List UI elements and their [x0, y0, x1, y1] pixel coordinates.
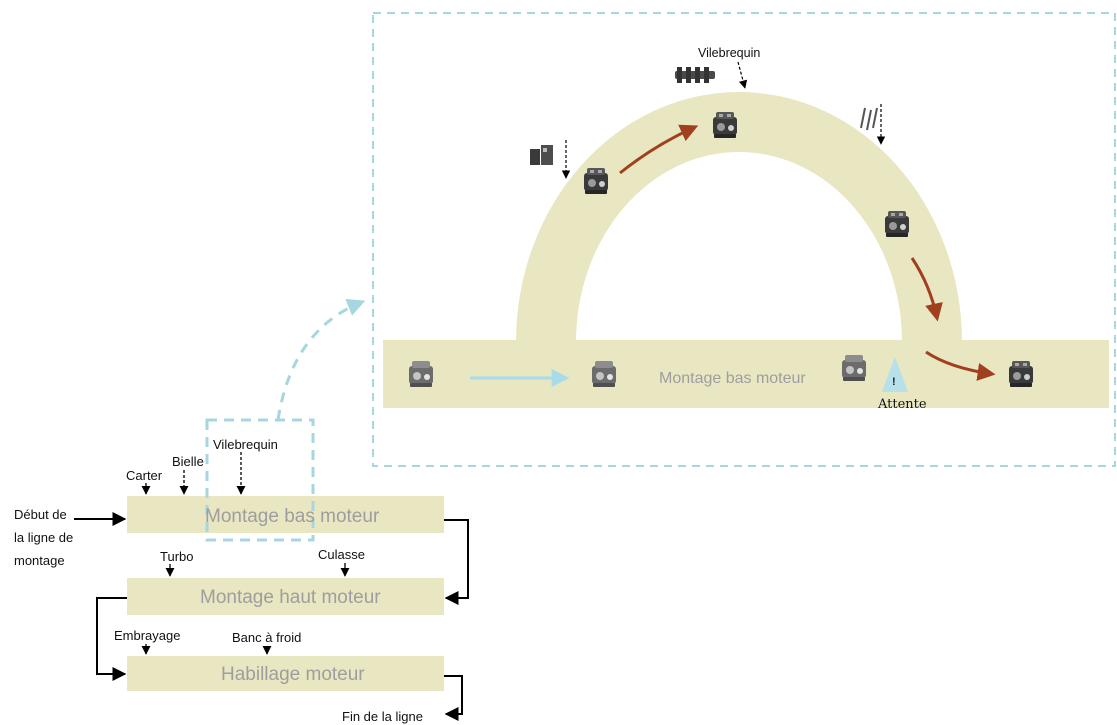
zoom-selection-box	[205, 418, 315, 542]
input-label-embrayage: Embrayage	[114, 628, 180, 643]
line-start-label-1: Début de	[14, 507, 67, 522]
detail-arch-band	[516, 92, 962, 342]
stage-label-bas: Montage bas moteur	[205, 506, 380, 527]
input-label-culasse: Culasse	[318, 547, 365, 562]
line-start-label-3: montage	[14, 553, 65, 568]
crankshaft-icon	[675, 67, 715, 83]
stage-box-haut	[127, 578, 444, 615]
detail-crankshaft-arrow	[737, 61, 748, 89]
detail-stage-label: Montage bas moteur	[659, 370, 806, 387]
warning-triangle-icon	[882, 357, 908, 392]
connector-bas-to-haut	[444, 519, 469, 605]
engine-icon	[713, 112, 737, 138]
engine-icon	[885, 211, 909, 237]
zoom-link-arrow	[276, 299, 366, 421]
line-end-label: Fin de la ligne	[342, 709, 423, 724]
connector-habillage-to-end	[444, 675, 463, 721]
stage-label-habillage: Habillage moteur	[221, 664, 365, 685]
flow-arrow-1	[619, 124, 699, 175]
detail-crankshaft-label: Vilebrequin	[698, 46, 760, 60]
input-label-turbo: Turbo	[160, 549, 193, 564]
input-label-banc: Banc à froid	[232, 630, 301, 645]
input-label-vilebrequin: Vilebrequin	[213, 437, 278, 452]
input-label-bielle: Bielle	[172, 454, 204, 469]
engine-icon	[842, 355, 866, 381]
engine-icon	[592, 361, 616, 387]
input-label-carter: Carter	[126, 468, 163, 483]
connecting-rod-icon	[860, 107, 878, 131]
stage-box-bas	[127, 496, 444, 533]
bracket-part-icon	[530, 145, 553, 165]
engine-icon	[1009, 361, 1033, 387]
engine-icon	[409, 361, 433, 387]
detail-frame	[372, 12, 1116, 467]
line-start-label-2: la ligne de	[14, 530, 73, 545]
stage-box-habillage	[127, 656, 444, 691]
connector-haut-to-habillage	[96, 597, 127, 681]
stage-label-haut: Montage haut moteur	[200, 587, 381, 608]
flow-arrow-3	[925, 350, 996, 381]
wait-mark: !	[892, 376, 896, 388]
engine-icon	[584, 168, 608, 194]
flow-arrow-2	[910, 257, 943, 322]
wait-label: Attente	[877, 397, 927, 412]
